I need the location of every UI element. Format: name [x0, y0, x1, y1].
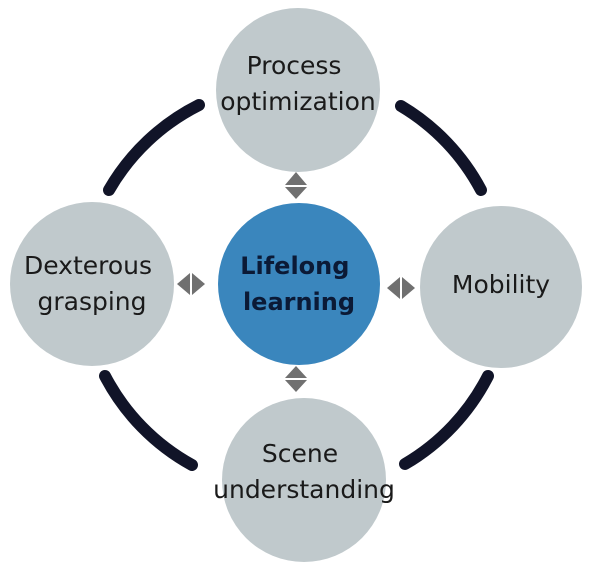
connectors — [177, 172, 415, 392]
node-scene-understanding: Scene understanding — [213, 398, 395, 562]
arc-bottom-left — [99, 370, 198, 471]
connector-arrow-down — [285, 380, 307, 392]
connector-arrow-up — [285, 172, 307, 185]
center-label: Lifelong learning — [240, 252, 358, 316]
connector-top — [285, 172, 307, 199]
center-label-line: learning — [243, 288, 355, 316]
connector-right — [387, 277, 415, 299]
node-circle-mobility — [420, 206, 582, 368]
connector-arrow-right — [192, 273, 205, 295]
center-label-line: Lifelong — [240, 252, 349, 280]
node-dexterous-grasping: Dexterous grasping — [10, 202, 174, 366]
arc-bottom-right — [399, 370, 494, 470]
node-label-line: Scene — [262, 439, 338, 468]
center-circle — [218, 203, 380, 365]
node-label-dexterous-grasping: Dexterous grasping — [24, 251, 160, 316]
arc-top-left — [103, 99, 205, 196]
node-label-mobility: Mobility — [452, 270, 550, 299]
node-circle-process-optimization — [216, 8, 380, 172]
node-center-lifelong-learning: Lifelong learning — [218, 203, 380, 365]
connector-arrow-up — [285, 366, 307, 378]
node-label-line: Mobility — [452, 270, 550, 299]
connector-arrow-left — [387, 277, 400, 299]
connector-left — [177, 273, 205, 295]
connector-bottom — [285, 366, 307, 392]
node-circle-dexterous-grasping — [10, 202, 174, 366]
connector-arrow-down — [285, 187, 307, 199]
node-label-line: Process — [247, 51, 342, 80]
node-label-line: grasping — [37, 287, 146, 316]
node-process-optimization: Process optimization — [216, 8, 380, 172]
node-label-line: understanding — [213, 475, 395, 504]
connector-arrow-left — [177, 273, 190, 295]
node-label-process-optimization: Process optimization — [220, 51, 376, 116]
arc-top-right — [395, 100, 487, 196]
node-label-line: optimization — [220, 87, 376, 116]
node-label-line: Dexterous — [24, 251, 152, 280]
node-mobility: Mobility — [420, 206, 582, 368]
node-label-scene-understanding: Scene understanding — [213, 439, 395, 504]
connector-arrow-right — [402, 277, 415, 299]
ring-arcs — [99, 99, 494, 471]
node-circle-scene-understanding — [222, 398, 386, 562]
